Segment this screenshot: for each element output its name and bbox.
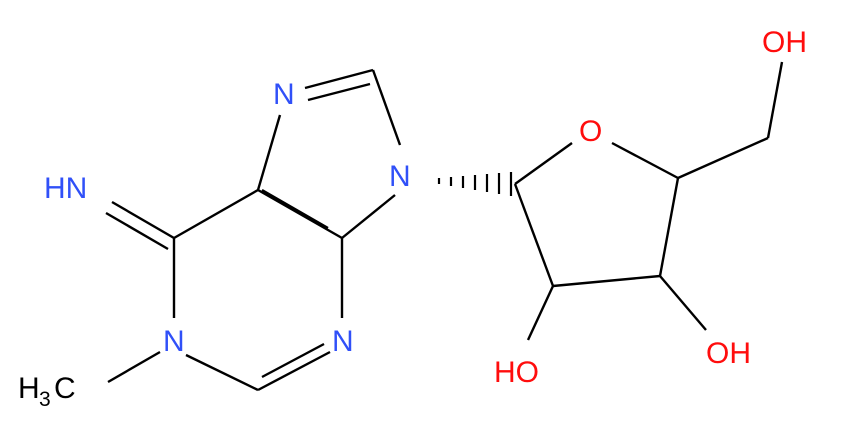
n3-label: N xyxy=(332,325,354,358)
bond-c2-n3 xyxy=(257,350,331,392)
bond-c4-c5-double xyxy=(261,188,329,230)
methyl-sub-label: 3 xyxy=(39,388,51,411)
bond-c6-imine xyxy=(111,200,175,240)
bond-n7-c8 xyxy=(304,68,374,90)
methyl-c-label: C xyxy=(54,372,76,405)
oh-2prime-label: HO xyxy=(494,356,539,389)
n9-label: N xyxy=(389,160,411,193)
bond-c6-imine-double xyxy=(105,211,169,251)
oh-5prime-label: OH xyxy=(762,26,807,59)
bond-c4-c5 xyxy=(257,188,343,240)
bond-n1-c2 xyxy=(185,353,259,392)
methyl-h-label: H xyxy=(18,372,40,405)
bond-n9-c4 xyxy=(341,194,396,239)
bond-c2-n3-double xyxy=(261,342,325,379)
bond-c4prime-c3prime xyxy=(658,177,680,277)
bonds xyxy=(105,61,784,392)
bond-c3prime-o3prime xyxy=(659,275,707,331)
atom-labels: HN N N N N H 3 C O OH HO OH xyxy=(18,26,807,411)
bond-c5-c6 xyxy=(173,188,259,240)
bond-c5-n7 xyxy=(256,114,282,191)
bond-c5prime-o5prime xyxy=(766,61,784,139)
bond-o4prime-c4prime xyxy=(611,141,679,180)
bond-c2prime-c1prime xyxy=(513,183,555,287)
imine-label: HN xyxy=(44,172,87,205)
oh-3prime-label: OH xyxy=(706,337,751,370)
hashed-wedge-n9-c1prime xyxy=(437,172,513,196)
n1-label: N xyxy=(163,325,185,358)
ring-oxygen-label: O xyxy=(579,115,602,148)
bond-n7-c8-double xyxy=(307,82,371,102)
bond-c8-n9 xyxy=(371,69,402,146)
n7-label: N xyxy=(273,78,295,111)
bond-c1prime-o4prime xyxy=(514,142,573,185)
bond-c2prime-o2prime xyxy=(526,285,555,341)
bond-c3prime-c2prime xyxy=(552,274,661,288)
bond-c4prime-c5prime xyxy=(677,136,769,180)
bond-n1-methyl xyxy=(107,350,161,384)
